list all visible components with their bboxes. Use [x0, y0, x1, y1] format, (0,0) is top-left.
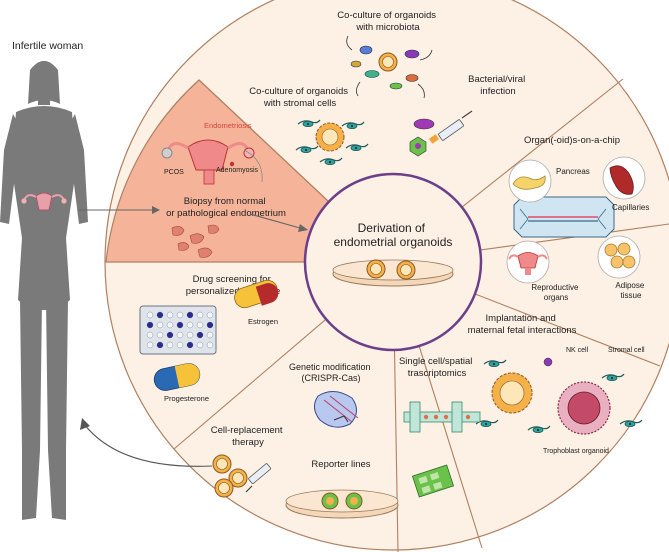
reproductive-organs-icon — [506, 240, 550, 284]
microbiota-title-line1: Co-culture of organoids — [337, 10, 436, 21]
center-title: Derivation of endometrial organoids — [334, 221, 453, 249]
adipose-line2: tissue — [621, 291, 642, 300]
pcos-label: PCOS — [164, 169, 184, 176]
microfluidic-channel-icon — [403, 401, 481, 433]
arrow-biopsy-to-center — [249, 213, 301, 229]
biopsy-caption: Biopsy from normal or pathological endom… — [166, 196, 286, 219]
stromal-title-line2: with stromal cells — [263, 98, 337, 109]
adenomyosis-label: Adenomyosis — [216, 167, 259, 174]
stromal-title: Co-culture of organoids with stromal cel… — [249, 86, 350, 109]
reporter-label: Reporter lines — [311, 459, 370, 470]
stromal-coculture-icon — [295, 119, 369, 166]
replacement-therapy-icon — [212, 454, 272, 498]
well-plate-icon — [139, 305, 217, 355]
infection-title: Bacterial/viral infection — [468, 74, 528, 97]
reproductive-line2: organs — [544, 293, 568, 302]
single-cell-title-line1: Single cell/spatial — [399, 356, 472, 367]
endometriosis-label: Endometriosis — [204, 121, 252, 130]
implantation-icon — [475, 357, 643, 435]
spatial-slide-icon — [411, 464, 455, 498]
infection-icon — [409, 110, 473, 157]
implantation-title-line1: Implantation and — [486, 313, 556, 324]
drug-title-line1: Drug screening for — [193, 274, 271, 285]
genetic-title-line1: Genetic modification — [289, 362, 371, 372]
capillaries-label: Capillaries — [612, 203, 649, 212]
progesterone-label: Progesterone — [164, 394, 209, 403]
microbiota-icon — [346, 35, 433, 99]
tissue-fragments-icon — [171, 224, 220, 258]
estrogen-label: Estrogen — [248, 317, 278, 326]
single-cell-title: Single cell/spatial trascriptomics — [399, 356, 475, 379]
uterus-biopsy-icon — [161, 139, 263, 185]
infection-title-line1: Bacterial/viral — [468, 74, 525, 85]
woman-silhouette — [0, 61, 88, 520]
stromal-title-line1: Co-culture of organoids — [249, 86, 348, 97]
replacement-title-line2: therapy — [232, 437, 264, 448]
crispr-cas-icon — [314, 391, 359, 428]
adipose-line1: Adipose — [615, 281, 644, 290]
reproductive-organs-label: Reproductive organs — [531, 283, 580, 302]
biopsy-caption-line2: or pathological endometrium — [166, 208, 286, 219]
nk-cell-label: NK cell — [566, 347, 589, 354]
single-cell-title-line2: trascriptomics — [408, 368, 467, 379]
replacement-title: Cell-replacement therapy — [211, 425, 285, 448]
adipose-tissue-label: Adipose tissue — [615, 281, 646, 300]
replacement-title-line1: Cell-replacement — [211, 425, 283, 436]
center-title-line2: endometrial organoids — [334, 235, 453, 249]
reproductive-line1: Reproductive — [531, 283, 579, 292]
infection-title-line2: infection — [480, 86, 515, 97]
arrow-therapy-to-woman — [83, 423, 213, 467]
center-title-line1: Derivation of — [358, 221, 426, 235]
stromal-cell-label: Stromal cell — [608, 347, 645, 354]
reporter-dish-icon — [285, 489, 399, 519]
chip-title: Organ(-oid)s-on-a-chip — [524, 135, 620, 146]
uterus-in-body-icon — [21, 192, 67, 211]
microbiota-title-line2: with microbiota — [355, 22, 420, 33]
petri-dish-center-icon — [332, 259, 454, 287]
biopsy-caption-line1: Biopsy from normal — [184, 196, 266, 207]
estrogen-capsule-icon — [234, 279, 279, 309]
drug-title-line2: personalized medicine — [186, 286, 281, 297]
progesterone-capsule-icon — [153, 363, 201, 391]
pancreas-label: Pancreas — [556, 167, 590, 176]
capillaries-icon — [602, 156, 646, 200]
adipose-tissue-icon — [597, 235, 641, 279]
trophoblast-label: Trophoblast organoid — [543, 448, 609, 455]
subject-label: Infertile woman — [12, 40, 83, 52]
chip-icon — [513, 196, 615, 238]
genetic-title-line2: (CRISPR-Cas) — [301, 373, 360, 383]
genetic-title: Genetic modification (CRISPR-Cas) — [289, 362, 373, 383]
implantation-title-line2: maternal fetal interactions — [468, 325, 577, 336]
microbiota-title: Co-culture of organoids with microbiota — [337, 10, 438, 33]
pancreas-icon — [508, 159, 552, 203]
implantation-title: Implantation and maternal fetal interact… — [468, 313, 577, 336]
drug-title: Drug screening for personalized medicine — [186, 274, 281, 297]
